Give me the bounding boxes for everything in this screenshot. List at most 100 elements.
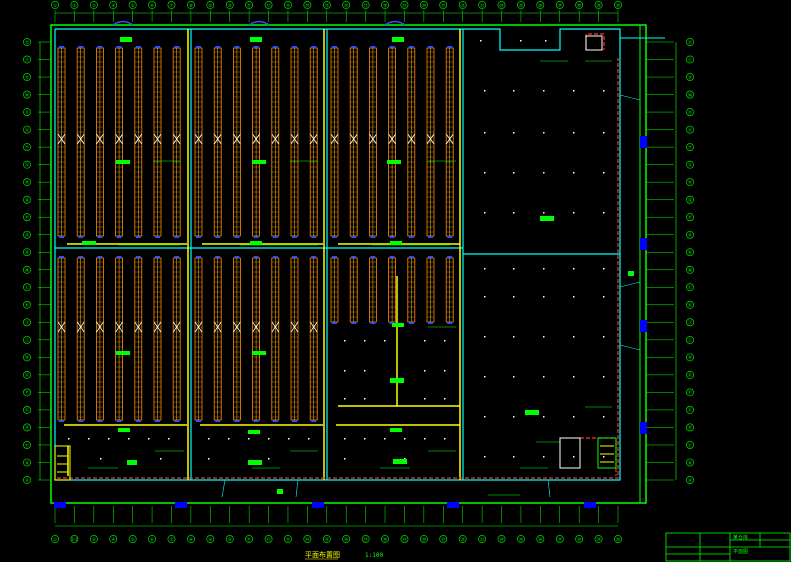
- axis-label: ⑲: [402, 2, 407, 9]
- axis-bubble: [686, 318, 694, 327]
- column-dot: [513, 416, 515, 418]
- axis-label: ⑦: [169, 3, 174, 9]
- column-dot: [513, 296, 515, 298]
- axis-label: Ⓣ: [688, 144, 693, 151]
- column-dot: [603, 90, 605, 92]
- axis-label: Ⓦ: [25, 91, 30, 98]
- axis-label: Ⓤ: [688, 126, 693, 133]
- axis-bubble: [70, 1, 79, 9]
- axis-label: Ⓔ: [688, 407, 693, 414]
- column-dot: [268, 458, 270, 460]
- axis-bubble: [686, 353, 694, 362]
- column-dot: [573, 456, 575, 458]
- column-dot: [68, 438, 70, 440]
- axis-bubble: [245, 535, 254, 543]
- column-dot: [603, 212, 605, 214]
- axis-bubble: [23, 213, 31, 222]
- drawing-scale: 1:100: [365, 552, 383, 559]
- rack-unit: [96, 46, 104, 238]
- axis-label: ⑬: [286, 2, 291, 9]
- axis-bubble: [686, 458, 694, 467]
- axis-label: Ⓞ: [25, 232, 30, 239]
- rack-unit: [426, 46, 435, 238]
- column-dot: [603, 376, 605, 378]
- column-dot: [444, 438, 446, 440]
- equipment-block: [116, 160, 130, 164]
- column-block: [54, 502, 66, 508]
- axis-label: ⑳: [422, 2, 427, 9]
- title-block-project: 某仓库: [733, 534, 748, 541]
- axis-bubble: [322, 1, 331, 9]
- axis-bubble: [686, 476, 694, 484]
- column-dot: [573, 132, 575, 134]
- axis-bubble: [342, 1, 351, 9]
- axis-label: Ⓐ: [688, 477, 693, 484]
- rack-unit: [445, 46, 454, 238]
- column-dot: [364, 340, 366, 342]
- column-dot: [108, 438, 110, 440]
- axis-bubble: [458, 535, 467, 543]
- rack-unit: [349, 46, 358, 238]
- equipment-block: [390, 428, 402, 432]
- axis-bubble: [167, 535, 176, 543]
- column-dot: [364, 398, 366, 400]
- axis-label: Ⓟ: [25, 214, 30, 221]
- column-dot: [344, 340, 346, 342]
- axis-label: Ⓑ: [25, 459, 30, 466]
- column-dot: [520, 40, 522, 42]
- axis-bubble: [23, 406, 31, 414]
- axis-label: Ⓜ: [688, 267, 693, 274]
- column-dot: [168, 438, 170, 440]
- column-dot: [484, 416, 486, 418]
- column-dot: [543, 376, 545, 378]
- axis-bubble: [23, 300, 31, 309]
- rack-unit: [252, 46, 261, 238]
- rack-unit: [290, 46, 299, 238]
- axis-label: ⑥: [150, 3, 155, 9]
- column-dot: [573, 172, 575, 174]
- yellow-beams: [64, 29, 461, 480]
- column-dot: [513, 212, 515, 214]
- rack-unit: [309, 46, 318, 238]
- axis-bubble: [206, 535, 215, 543]
- axis-label: ㉗: [558, 2, 563, 9]
- column-dot: [603, 268, 605, 270]
- drawing-title-area: 平面布置图 1:100: [305, 550, 383, 560]
- axis-bubble: [51, 535, 59, 543]
- axis-label: Ⓕ: [25, 389, 30, 396]
- axis-bubble: [439, 535, 448, 543]
- axis-label: ㉑: [441, 536, 446, 543]
- column-dot: [100, 458, 102, 460]
- axis-bubble: [109, 1, 118, 9]
- column-dot: [573, 212, 575, 214]
- column-dot: [484, 456, 486, 458]
- axis-label: ㉔: [499, 2, 504, 9]
- axis-bubble: [23, 458, 31, 467]
- axis-bubble: [23, 441, 31, 449]
- axis-bubble: [686, 73, 694, 81]
- axis-bubble: [478, 1, 487, 9]
- axis-bubble: [89, 1, 98, 9]
- rack-unit: [153, 256, 162, 422]
- column-dot: [268, 438, 270, 440]
- axis-bubble: [23, 248, 31, 257]
- axis-label: ⑧: [189, 537, 194, 543]
- axis-bubble: [400, 535, 409, 543]
- rack-unit: [194, 256, 203, 422]
- rack-unit: [57, 256, 66, 422]
- axis-label: Ⓩ: [688, 39, 693, 46]
- axis-label: Ⓧ: [25, 74, 30, 81]
- axis-label: Ⓨ: [688, 56, 693, 63]
- axis-bubble: [614, 1, 622, 9]
- column-dot: [513, 456, 515, 458]
- axis-label: ⑤: [131, 3, 136, 9]
- column-dot: [573, 296, 575, 298]
- column-dot: [484, 376, 486, 378]
- title-block: 某仓库 平面图: [665, 532, 791, 562]
- axis-bubble: [148, 1, 156, 9]
- axis-label: Ⓤ: [25, 126, 30, 133]
- axis-bubble: [23, 423, 31, 432]
- axis-label: Ⓞ: [688, 232, 693, 239]
